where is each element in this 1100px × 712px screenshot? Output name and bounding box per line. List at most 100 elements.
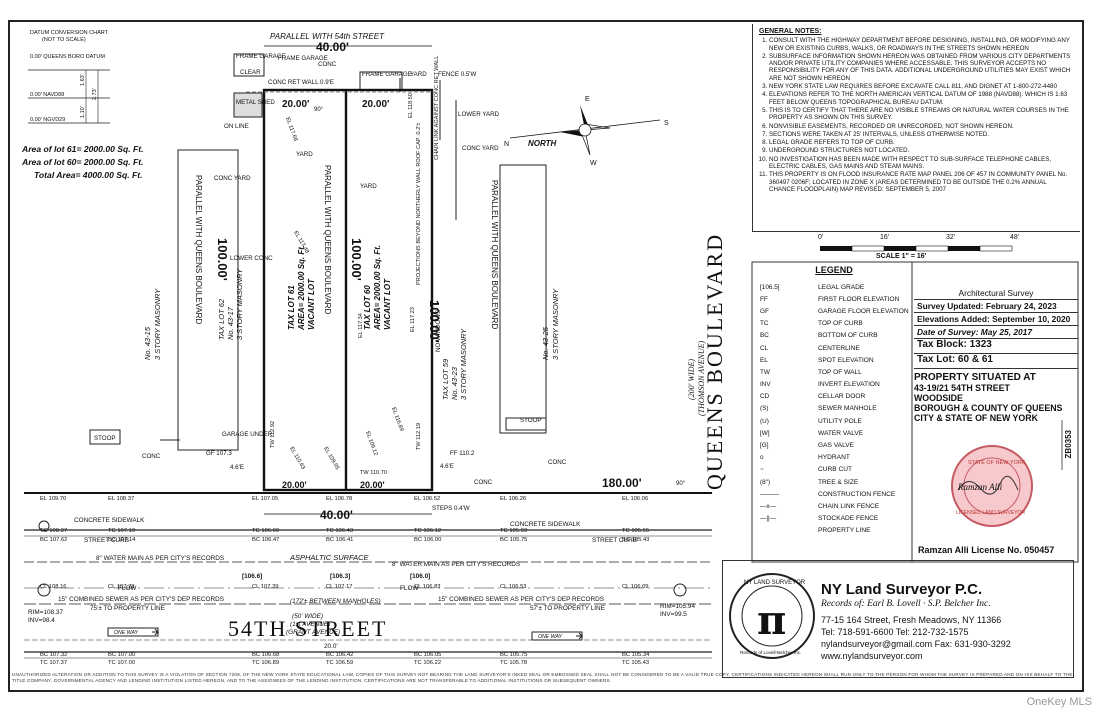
firm-tel: Tel: 718-591-6600 Tel: 212-732-1575 [821,627,969,637]
scale-16: 16' [880,234,890,241]
notes-heading: GENERAL NOTES: [759,28,822,35]
licence-line: Ramzan Alli License No. 050457 [918,545,1054,555]
street-elevation-label: BC 106.05 [414,652,441,658]
depth-left: 100.00' [215,238,230,281]
area-lot60: Area of lot 60= 2000.00 Sq. Ft. [21,157,144,167]
frame-garage-1: FRAME GARAGE [236,53,286,60]
logo-top: NY LAND SURVEYOR [744,580,806,586]
compass-e: E [585,96,590,103]
el-109-12: EL 109.12 [364,431,378,457]
street-elevation-label: BC 105.75 [500,652,527,658]
firm-name: NY Land Surveyor P.C. [821,581,983,598]
area-lot61: Area of lot 61= 2000.00 Sq. Ft. [21,144,144,154]
street-elevation-label: CL 107.17 [326,584,353,590]
grant-ave: (GRANT AVENUE) [286,629,340,636]
top-dim: 40.00' [316,40,349,54]
legend-row: PROPERTY LINE [756,525,912,537]
lot60-title: TAX LOT 60 [363,285,372,330]
firm-block: NY Land Surveyor P.C. Records of: Earl B… [722,560,1074,678]
sewer-1: 15" COMBINED SEWER AS PER CITY'S DEP REC… [58,596,224,603]
street-elevation-label: BC 107.14 [108,537,136,543]
legend-label: INVERT ELEVATION [818,381,880,389]
street-elevation-label: CL 108.16 [40,584,67,590]
street-elevation-label: TC 106.60 [252,528,279,534]
street-elevation-label: BC 107.00 [108,652,135,658]
legend-symbol: [106.5] [760,283,780,291]
qb-thomson: (THOMSON AVENUE) [697,340,706,416]
datum-chart: DATUM CONVERSION CHART (NOT TO SCALE) 0.… [28,30,110,124]
street-elevation-label: BC 106.41 [326,537,353,543]
lot-width-right: 20.00' [362,99,389,110]
street-elevation-label: TC 107.19 [108,528,135,534]
legend-label: UTILITY POLE [818,417,862,425]
prop-line4: BOROUGH & COUNTY OF QUEENS [914,403,1063,413]
legend-row: [W]WATER VALVE [756,427,912,439]
datum-queens: 0.00' QUEENS BORO DATUM [30,54,105,60]
legend-label: CURB CUT [818,466,853,474]
lower-yard: LOWER YARD [458,111,500,118]
one-way-right: ONE WAY [538,634,563,640]
scale-0: 0' [818,234,824,241]
legend-row: —x—CHAIN LINK FENCE [756,500,912,512]
lower-conc: LOWER CONC [230,255,273,262]
asphaltic: ASPHALTIC SURFACE [289,553,369,562]
sidewalk-right: CONCRETE SIDEWALK [510,521,581,528]
legend-row: (U)UTILITY POLE [756,415,912,427]
datum-navd88: 0.00' NAVD88 [30,92,64,98]
general-note: NONVISIBLE EASEMENTS, RECORDED OR UNRECO… [769,123,1074,130]
legend-row: ~CURB CUT [756,464,912,476]
street-elevation-label: TC 106.89 [252,660,279,666]
projections: PROJECTIONS BEYOND NORTHERLY WALL ROOF C… [416,123,422,285]
street-elevation-label: BC 107.32 [40,652,67,658]
seal-bottom: LICENSED LAND SURVEYOR [956,510,1025,516]
firm-email: nylandsurveyor@gmail.com Fax: 631-930-32… [821,639,1011,649]
firm-logo: π NY LAND SURVEYOR Records of Lovell-Bel… [729,573,815,659]
street-elevation-label: TC 106.43 [326,528,353,534]
survey-updated: Survey Updated: February 24, 2023 [914,300,1078,313]
legend-label: PROPERTY LINE [818,527,871,535]
street-elevation-label: TC 106.59 [326,660,353,666]
general-note: THIS IS TO CERTIFY THAT THERE ARE NO VIS… [769,107,1074,122]
legend-label: CHAIN LINK FENCE [818,502,880,510]
legend-label: CELLAR DOOR [818,393,866,401]
lot62: TAX LOT 62 [217,298,226,340]
seal-top: STATE OF NEW YORK [968,460,1026,466]
el-118-50: EL 118.50 [408,93,414,118]
firm-web: www.nylandsurveyor.com [821,651,923,661]
tw-110-70: TW 110.70 [360,470,387,476]
yard-lot60: YARD [360,183,377,190]
survey-info: Architectural Survey Survey Updated: Feb… [914,287,1078,369]
legend-row: [G]GAS VALVE [756,439,912,451]
street-elevation-label: BC 106.47 [252,537,279,543]
street-elevation-label: BC 105.34 [622,652,650,658]
dim-20: 20.0' [324,643,338,650]
yard-top: YARD [410,71,427,78]
watermark: OneKey MLS [1026,696,1092,708]
depth-right: 100.00' [427,300,442,343]
legend-symbol: TW [760,368,770,376]
angle-90b: 90° [676,481,686,487]
street-elevation-label: BC 107.62 [40,537,67,543]
street-elevation-label: BC 105.75 [500,537,527,543]
angle-90: 90° [314,107,324,113]
rim-left: RIM=108.37 [28,609,63,616]
street-elevation-label: TC 105.93 [500,528,527,534]
street-name: 54TH STREET [228,616,388,641]
general-note: THIS PROPERTY IS ON FLOOD INSURANCE RATE… [769,171,1074,193]
bottom-dim: 40.00' [320,508,353,522]
legend-symbol: BC [760,332,769,340]
lot62-story: 3 STORY MASONRY [235,268,244,340]
legend-label: CENTERLINE [818,344,860,352]
street-elevation-label: BC 106.42 [326,652,353,658]
street-elevation-label: CL 106.53 [500,584,527,590]
stoop-left: STOOP [94,435,116,442]
legend-label: BOTTOM OF CURB [818,332,878,340]
legend-symbol: —||— [760,515,777,523]
street-elevation-label: TC 105.78 [500,660,527,666]
tax-lot: Tax Lot: 60 & 61 [914,354,1078,369]
general-note: CONSULT WITH THE HIGHWAY DEPARTMENT BEFO… [769,37,1074,52]
prop-right: 57'± TO PROPERTY LINE [530,605,605,612]
lot59-no: No. 43-23 [450,366,459,400]
